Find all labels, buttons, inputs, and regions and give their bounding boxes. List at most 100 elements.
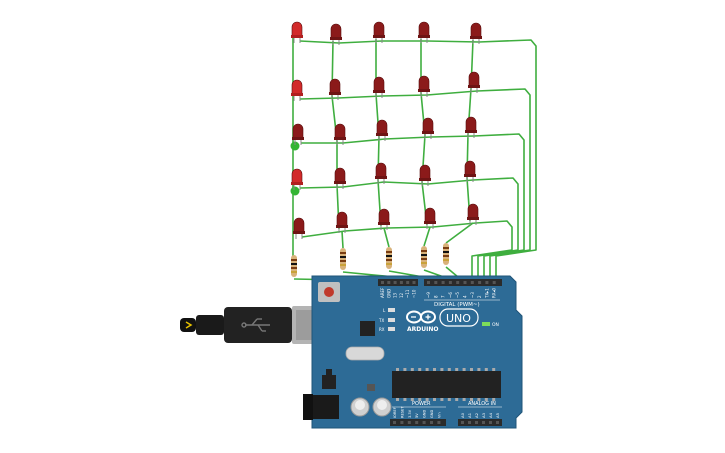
analog-header[interactable] bbox=[458, 419, 502, 426]
wire bbox=[445, 222, 474, 244]
digital-pin-label: 12 bbox=[399, 292, 404, 298]
led[interactable] bbox=[373, 21, 385, 43]
reset-button-cap bbox=[324, 287, 334, 297]
digital-pin-label: ~6 bbox=[448, 292, 453, 298]
wire bbox=[301, 220, 513, 282]
digital-pin-label: 7 bbox=[441, 295, 446, 298]
led[interactable] bbox=[470, 22, 482, 44]
digital-header-right[interactable] bbox=[424, 279, 502, 286]
atmega-chip bbox=[392, 371, 501, 398]
led[interactable] bbox=[467, 203, 479, 225]
digital-pin-label: 4 bbox=[463, 295, 468, 298]
digital-pin-label: ~9 bbox=[426, 292, 431, 298]
power-pin-label: 5V bbox=[415, 413, 419, 418]
led[interactable] bbox=[336, 211, 348, 233]
led[interactable] bbox=[424, 207, 436, 229]
usb-cable-end bbox=[180, 318, 196, 332]
resistor[interactable] bbox=[291, 255, 297, 277]
on-label: ON bbox=[492, 322, 499, 328]
usb-chip bbox=[360, 321, 375, 336]
wire bbox=[301, 133, 525, 282]
led[interactable] bbox=[334, 123, 346, 145]
digital-pin-label: 13 bbox=[393, 292, 398, 298]
wire bbox=[341, 230, 344, 249]
digital-pin-label: 8 bbox=[433, 295, 438, 298]
analog-pin-label: A0 bbox=[460, 412, 465, 418]
analog-pin-label: A1 bbox=[467, 412, 472, 418]
led[interactable] bbox=[293, 217, 305, 239]
power-label: POWER bbox=[412, 401, 431, 407]
digital-header-left[interactable] bbox=[378, 279, 418, 286]
tx-led bbox=[388, 318, 395, 322]
led[interactable] bbox=[329, 78, 341, 100]
analog-pin-label: A4 bbox=[488, 412, 493, 418]
digital-pin-label: TX▸1 bbox=[484, 288, 489, 299]
digital-pin-label: RX◂0 bbox=[492, 287, 497, 298]
junction-dot bbox=[290, 141, 300, 151]
led[interactable] bbox=[378, 208, 390, 230]
wires bbox=[290, 31, 537, 283]
led[interactable] bbox=[465, 116, 477, 138]
led[interactable] bbox=[291, 21, 303, 43]
digital-pin-label: GND bbox=[386, 289, 391, 298]
rx-led bbox=[388, 327, 395, 331]
analog-label: ANALOG IN bbox=[468, 401, 496, 407]
digital-label: DIGITAL (PWM~) bbox=[434, 302, 480, 308]
power-pin-label: 3.3V bbox=[408, 409, 412, 418]
analog-pin-label: A3 bbox=[481, 412, 486, 418]
led[interactable] bbox=[376, 119, 388, 141]
led-matrix[interactable] bbox=[291, 21, 482, 239]
digital-pin-label: 2 bbox=[477, 295, 482, 298]
resistors[interactable] bbox=[291, 243, 449, 277]
brand-label: ARDUINO bbox=[407, 326, 438, 333]
digital-pin-label: ~11 bbox=[405, 289, 410, 298]
led[interactable] bbox=[418, 21, 430, 43]
power-pin-label: Vin bbox=[437, 412, 441, 418]
l-led-label: L bbox=[383, 308, 386, 313]
led[interactable] bbox=[464, 160, 476, 182]
wire bbox=[383, 227, 390, 248]
power-pin-label: GND bbox=[430, 410, 434, 418]
power-on-led bbox=[482, 322, 490, 326]
led[interactable] bbox=[468, 71, 480, 93]
led[interactable] bbox=[292, 123, 304, 145]
led[interactable] bbox=[418, 75, 430, 97]
tx-led-label: TX bbox=[378, 318, 384, 323]
usb-icon bbox=[241, 318, 270, 332]
led[interactable] bbox=[419, 164, 431, 186]
model-label: UNO bbox=[446, 312, 471, 325]
junction-dot bbox=[290, 186, 300, 196]
resistor[interactable] bbox=[443, 243, 449, 265]
digital-pin-label: AREF bbox=[380, 287, 385, 298]
wire bbox=[423, 226, 431, 247]
led[interactable] bbox=[422, 117, 434, 139]
led[interactable] bbox=[373, 76, 385, 98]
l-led bbox=[388, 308, 395, 312]
led[interactable] bbox=[291, 168, 303, 190]
led[interactable] bbox=[334, 167, 346, 189]
wire bbox=[299, 177, 519, 282]
analog-pin-label: A2 bbox=[474, 412, 479, 418]
rx-led-label: RX bbox=[379, 327, 385, 332]
led[interactable] bbox=[291, 79, 303, 101]
resistor[interactable] bbox=[386, 247, 392, 269]
wire bbox=[299, 39, 537, 282]
arduino-infinity-logo bbox=[406, 310, 436, 324]
power-pin-label: RESET bbox=[400, 406, 404, 418]
led[interactable] bbox=[375, 162, 387, 184]
led[interactable] bbox=[330, 23, 342, 45]
power-jack[interactable] bbox=[303, 394, 313, 420]
resistor[interactable] bbox=[421, 246, 427, 268]
wire bbox=[299, 88, 531, 282]
power-pin-label: IOREF bbox=[393, 407, 397, 418]
crystal-oscillator bbox=[345, 346, 385, 361]
digital-pin-label: ~3 bbox=[470, 292, 475, 298]
resistor[interactable] bbox=[340, 248, 346, 270]
analog-pin-label: A5 bbox=[495, 412, 500, 418]
power-pin-label: GND bbox=[423, 410, 427, 418]
